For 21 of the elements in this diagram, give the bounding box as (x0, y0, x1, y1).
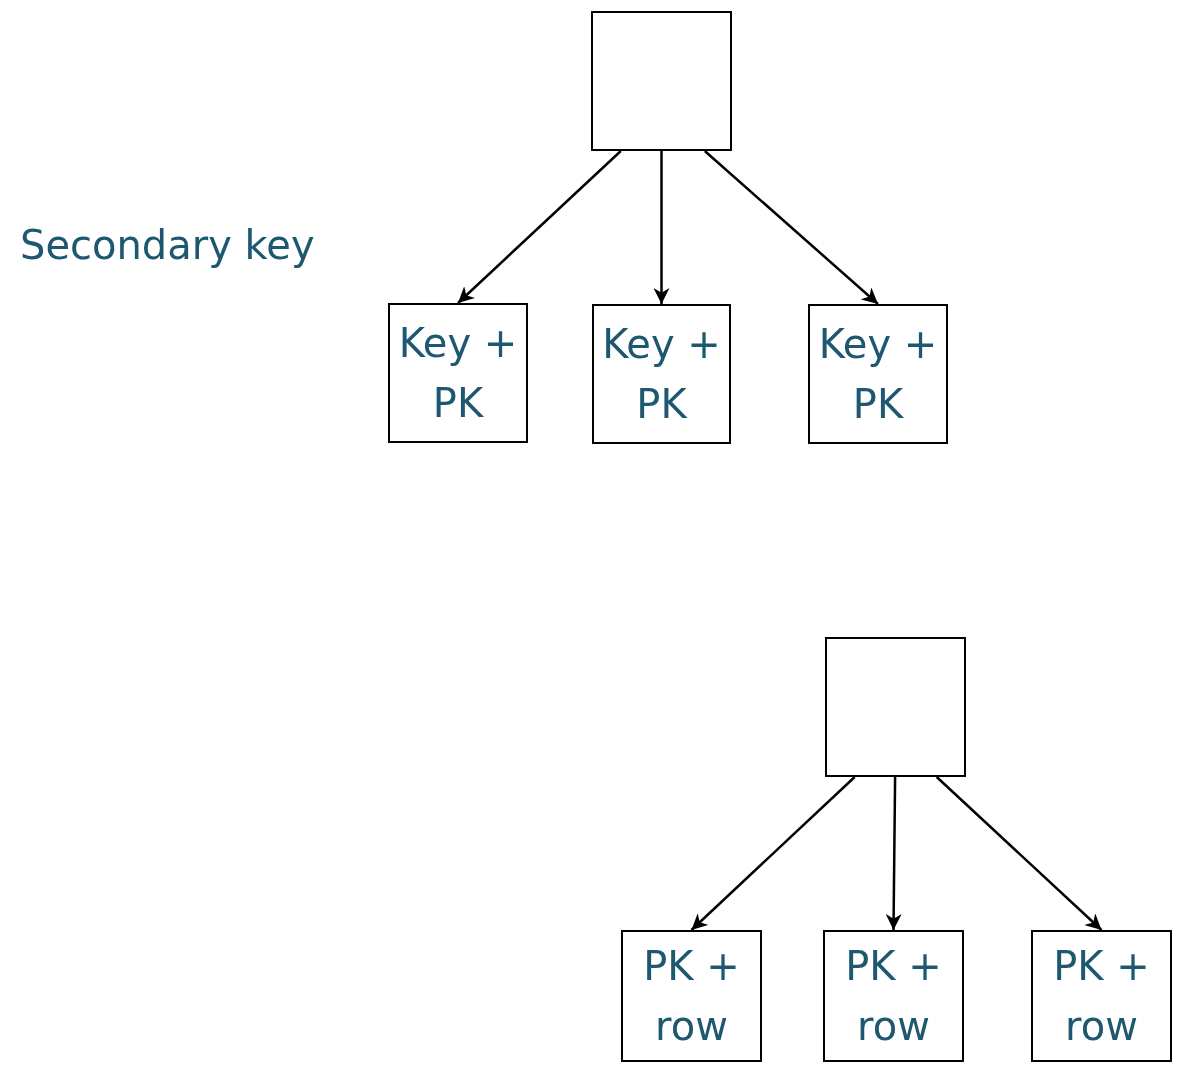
arrow (457, 150, 622, 304)
node-text: PK + row (1052, 942, 1151, 1051)
arrow (885, 777, 902, 930)
index-node-box (591, 11, 732, 151)
section-label: Secondary key (20, 222, 315, 268)
node-text: PK + row (642, 942, 741, 1051)
node-text: Key + PK (397, 319, 519, 428)
node-text: Key + PK (817, 320, 939, 429)
key-box (1031, 930, 1172, 1062)
arrow (935, 776, 1103, 931)
arrow (703, 150, 879, 305)
key-box (592, 304, 731, 444)
node-text: Key + PK (601, 320, 722, 429)
key-box (388, 303, 528, 443)
key-box (808, 304, 948, 444)
arrow (653, 151, 670, 304)
node-text: PK + row (844, 942, 943, 1051)
key-box (621, 930, 762, 1062)
key-box (823, 930, 964, 1062)
arrow (690, 776, 856, 931)
index-node-box (825, 637, 966, 777)
